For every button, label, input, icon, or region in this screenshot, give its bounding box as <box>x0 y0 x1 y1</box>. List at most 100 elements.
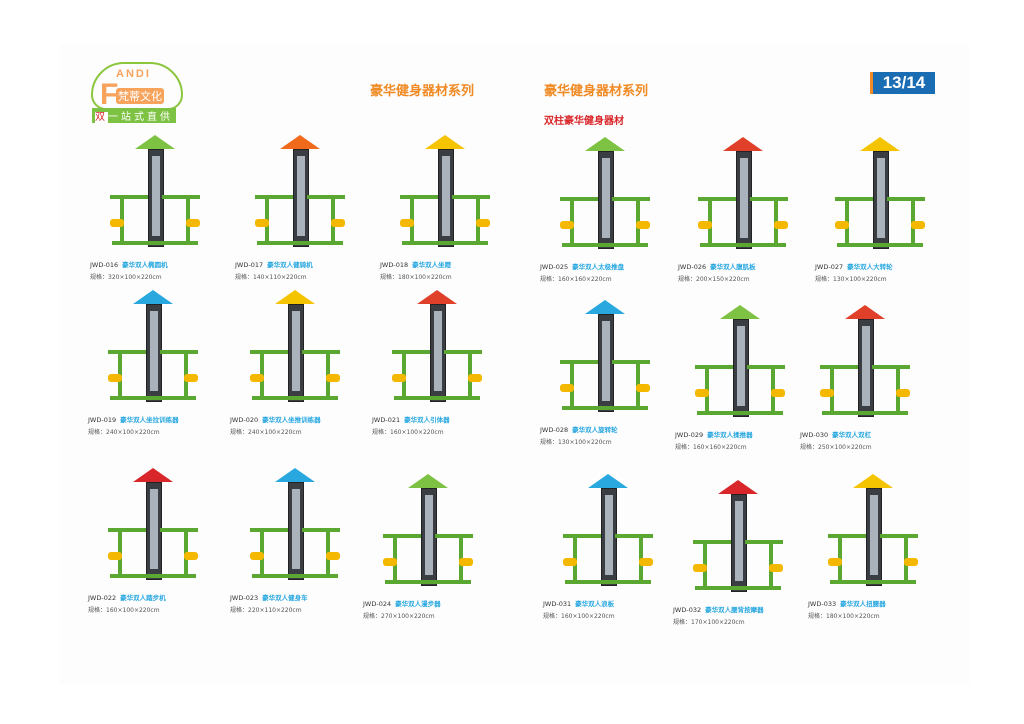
logo-brand: ANDI <box>116 68 151 80</box>
product-size: 规格：270×100×220cm <box>363 611 441 620</box>
equipment-illustration <box>380 135 510 255</box>
base-bar <box>830 580 916 584</box>
seat-right <box>468 374 482 382</box>
frame-right <box>872 365 910 369</box>
base-bar <box>562 243 648 247</box>
frame-right <box>747 365 785 369</box>
seat-left <box>563 558 577 566</box>
frame-left <box>392 350 430 354</box>
seat-right <box>326 374 340 382</box>
size-value: 130×100×220cm <box>833 276 887 283</box>
product-code: JWD-016 <box>90 261 119 269</box>
base-bar <box>700 243 786 247</box>
canopy-roof <box>135 135 175 149</box>
seat-right <box>459 558 473 566</box>
product-size: 规格：220×110×220cm <box>230 605 308 614</box>
equipment-illustration <box>800 305 930 425</box>
product-name: 豪华双人扭腰器 <box>840 600 886 608</box>
product-code: JWD-033 <box>808 600 837 608</box>
product-name: 豪华双人大转轮 <box>847 263 893 271</box>
canopy-roof <box>425 135 465 149</box>
product-name: 豪华双人坐蹬 <box>412 261 452 269</box>
seat-right <box>186 219 200 227</box>
canopy-roof <box>275 290 315 304</box>
frame-right <box>444 350 482 354</box>
product-size: 规格：250×100×220cm <box>800 442 872 451</box>
equipment-illustration <box>678 137 808 257</box>
product-name: 豪华双人引体器 <box>404 416 450 424</box>
base-bar <box>112 241 198 245</box>
base-bar <box>562 406 648 410</box>
size-value: 220×110×220cm <box>248 607 302 614</box>
base-bar <box>252 396 338 400</box>
seat-left <box>110 219 124 227</box>
size-value: 200×150×220cm <box>696 276 750 283</box>
product-size: 规格：160×100×220cm <box>372 427 450 436</box>
product-code: JWD-027 <box>815 263 844 271</box>
size-prefix: 规格： <box>380 274 399 281</box>
product-name: 豪华双人坐推训练器 <box>262 416 321 424</box>
page-number: 13/14 <box>870 72 935 94</box>
size-value: 170×100×220cm <box>691 619 745 626</box>
seat-left <box>693 564 707 572</box>
product-size: 规格：320×100×220cm <box>90 272 168 281</box>
base-bar <box>822 411 908 415</box>
product-name: 豪华双人腰背按摩器 <box>705 606 764 614</box>
logo-tagline-text: 一站式直供 <box>108 112 173 123</box>
size-prefix: 规格： <box>543 613 562 620</box>
frame-right <box>880 534 918 538</box>
product-name: 豪华双人踏步机 <box>120 594 166 602</box>
product-name: 豪华双人双杠 <box>832 431 872 439</box>
canopy-roof <box>845 305 885 319</box>
frame-right <box>160 350 198 354</box>
size-prefix: 规格： <box>673 619 692 626</box>
product-size: 规格：240×100×220cm <box>88 427 179 436</box>
equipment-illustration <box>540 300 670 420</box>
product-code: JWD-019 <box>88 416 117 424</box>
page-sheet <box>60 45 970 685</box>
canopy-roof <box>585 137 625 151</box>
seat-left <box>698 221 712 229</box>
canopy-roof <box>133 468 173 482</box>
seat-right <box>326 552 340 560</box>
equipment-illustration <box>808 474 938 594</box>
product-name: 豪华双人太极推盘 <box>572 263 625 271</box>
size-prefix: 规格： <box>372 429 391 436</box>
seat-right <box>771 389 785 397</box>
seat-right <box>184 374 198 382</box>
size-value: 270×100×220cm <box>381 613 435 620</box>
frame-right <box>745 540 783 544</box>
logo-letter: F <box>100 78 119 111</box>
frame-right <box>307 195 345 199</box>
size-prefix: 规格： <box>808 613 827 620</box>
seat-left <box>108 552 122 560</box>
product-name: 豪华双人漫步器 <box>395 600 441 608</box>
product-code: JWD-022 <box>88 594 117 602</box>
seat-left <box>250 552 264 560</box>
seat-left <box>560 384 574 392</box>
frame-left <box>698 197 736 201</box>
product-code: JWD-020 <box>230 416 259 424</box>
product-code: JWD-031 <box>543 600 572 608</box>
frame-left <box>400 195 438 199</box>
base-bar <box>837 243 923 247</box>
equipment-illustration <box>88 290 218 410</box>
frame-left <box>820 365 858 369</box>
product-name: 豪华双人腹肌板 <box>710 263 756 271</box>
size-prefix: 规格： <box>678 276 697 283</box>
seat-left <box>820 389 834 397</box>
